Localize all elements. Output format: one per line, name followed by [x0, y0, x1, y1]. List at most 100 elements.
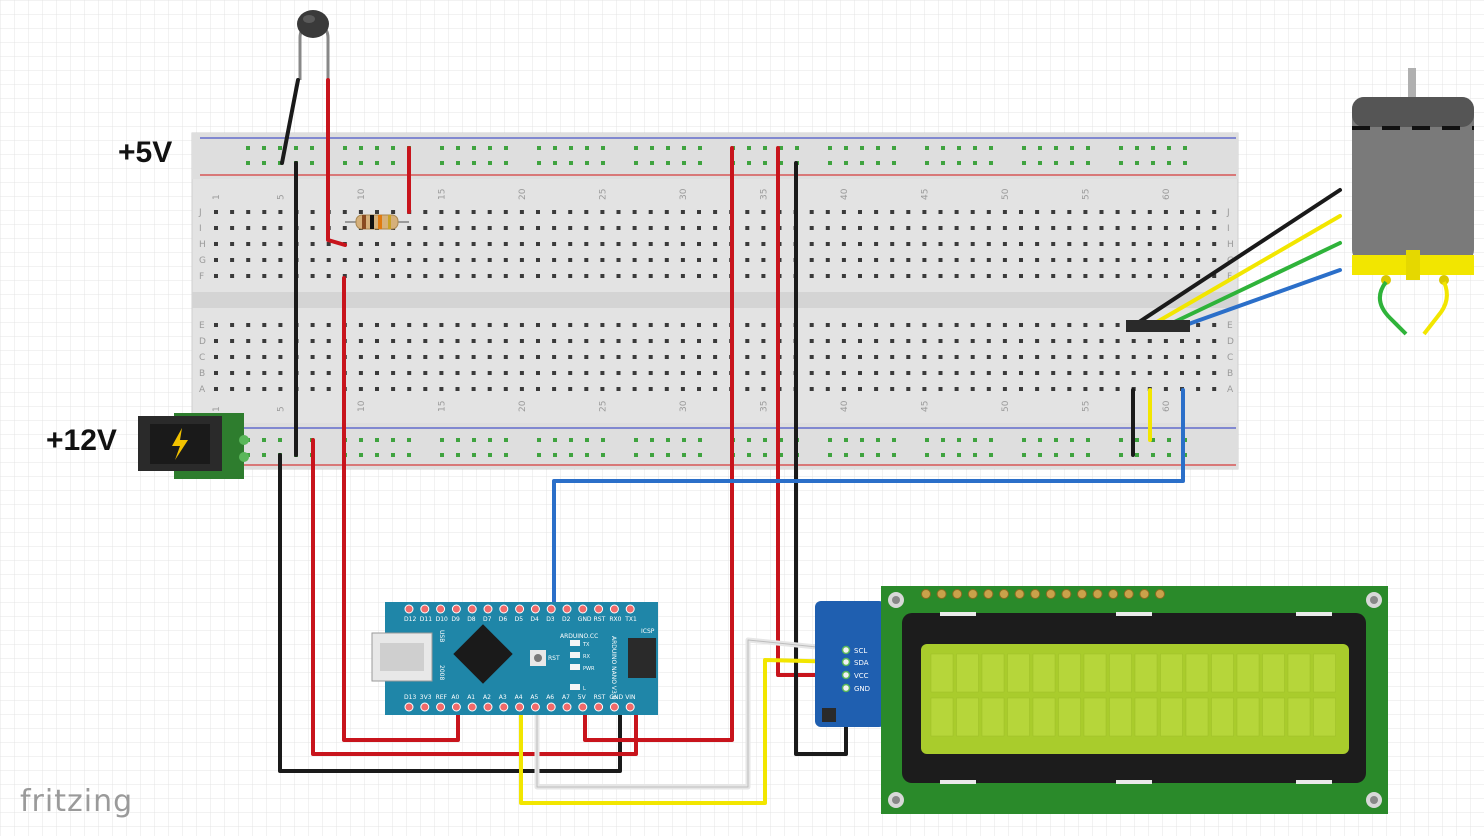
breadboard-hole: [519, 371, 524, 375]
breadboard-hole: [407, 387, 412, 391]
lcd-char-cell: [1160, 653, 1183, 693]
breadboard-hole: [536, 258, 540, 262]
breadboard-hole: [568, 274, 573, 278]
breadboard-hole: [375, 371, 379, 375]
lcd-char-cell: [1007, 697, 1030, 737]
breadboard-hole: [680, 339, 685, 343]
breadboard-hole: [230, 274, 235, 278]
nano-bottom-pin-label: A4: [515, 694, 523, 701]
nano-top-pin-label: D9: [451, 616, 460, 623]
rail-hole: [860, 453, 864, 457]
breadboard-hole: [246, 355, 251, 359]
breadboard-hole: [246, 226, 251, 230]
breadboard-hole: [326, 339, 331, 343]
column-number-bottom: 60: [1162, 400, 1172, 412]
nano-bottom-pin-label: A7: [562, 694, 570, 701]
breadboard-hole: [632, 210, 637, 214]
rail-hole: [892, 453, 896, 457]
breadboard-hole: [358, 258, 363, 262]
breadboard-hole: [825, 226, 830, 230]
rail-hole: [553, 438, 557, 442]
nano-bottom-pin: [436, 702, 446, 712]
breadboard-hole: [616, 387, 621, 391]
breadboard-hole: [1115, 371, 1120, 375]
breadboard-hole: [697, 274, 701, 278]
breadboard-hole: [970, 323, 975, 327]
breadboard-hole: [1051, 323, 1056, 327]
nano-bottom-pin: [530, 702, 540, 712]
breadboard-hole: [1002, 258, 1007, 262]
nano-top-pin-label: D8: [467, 616, 476, 623]
breadboard-hole: [761, 258, 766, 262]
rail-hole: [860, 146, 864, 150]
breadboard-hole: [455, 274, 460, 278]
breadboard-hole: [552, 339, 557, 343]
breadboard-hole: [680, 371, 685, 375]
column-number-bottom: 1: [212, 406, 222, 412]
breadboard-hole: [358, 387, 363, 391]
breadboard-hole: [552, 355, 557, 359]
breadboard-hole: [310, 339, 315, 343]
column-number-top: 1: [212, 194, 222, 200]
breadboard-hole: [262, 339, 267, 343]
lcd-char-cell: [1211, 653, 1234, 693]
nano-top-pin: [420, 604, 430, 614]
column-number-top: 40: [840, 188, 850, 200]
breadboard-hole: [1196, 210, 1201, 214]
rail-hole: [941, 453, 945, 457]
nano-bottom-pin-label: 5V: [578, 694, 587, 701]
breadboard-hole: [278, 274, 283, 278]
nano-bottom-pin-label: RST: [594, 694, 606, 701]
breadboard-hole: [358, 323, 363, 327]
rail-hole: [391, 161, 395, 165]
breadboard-hole: [326, 274, 331, 278]
breadboard-hole: [536, 371, 540, 375]
breadboard-hole: [1067, 274, 1072, 278]
breadboard-hole: [1067, 258, 1072, 262]
rail-hole: [375, 438, 379, 442]
breadboard-hole: [568, 339, 573, 343]
breadboard-hole: [1002, 226, 1007, 230]
breadboard-hole: [761, 371, 766, 375]
lcd-header-pin: [967, 589, 978, 599]
rail-hole: [941, 161, 945, 165]
breadboard-hole: [1212, 339, 1217, 343]
row-letter-j-right: J: [1226, 208, 1230, 218]
breadboard-hole: [1147, 242, 1152, 246]
rail-hole: [1054, 146, 1058, 150]
breadboard-hole: [1019, 355, 1023, 359]
rail-hole: [747, 161, 751, 165]
rail-hole: [343, 161, 347, 165]
lcd-header-pin: [921, 589, 931, 599]
breadboard-hole: [664, 242, 669, 246]
mcu-chip: [453, 624, 513, 684]
lcd-char-cell: [1236, 653, 1260, 693]
nano-bottom-pin: [515, 702, 525, 712]
breadboard-hole: [922, 274, 927, 278]
breadboard-hole: [439, 258, 444, 262]
breadboard-hole: [1035, 226, 1040, 230]
breadboard-hole: [391, 274, 396, 278]
breadboard-hole: [1035, 355, 1040, 359]
breadboard-hole: [1180, 339, 1184, 343]
breadboard-hole: [890, 210, 895, 214]
breadboard-hole: [1035, 210, 1040, 214]
breadboard-hole: [664, 258, 669, 262]
rail-hole: [1119, 161, 1123, 165]
breadboard-hole: [1099, 387, 1104, 391]
rail-hole: [440, 438, 444, 442]
breadboard-hole: [970, 226, 975, 230]
breadboard-hole: [858, 387, 862, 391]
breadboard-hole: [1147, 339, 1152, 343]
breadboard-hole: [697, 339, 701, 343]
breadboard-hole: [471, 274, 476, 278]
nano-bottom-pin-label: VIN: [625, 694, 635, 701]
column-number-top: 25: [598, 189, 608, 200]
rail-hole: [1022, 146, 1026, 150]
breadboard-hole: [278, 323, 283, 327]
breadboard-hole: [1099, 210, 1104, 214]
rail-hole: [440, 453, 444, 457]
rail-hole: [585, 146, 589, 150]
nano-bottom-pin-label: A6: [546, 694, 554, 701]
breadboard-hole: [407, 355, 412, 359]
